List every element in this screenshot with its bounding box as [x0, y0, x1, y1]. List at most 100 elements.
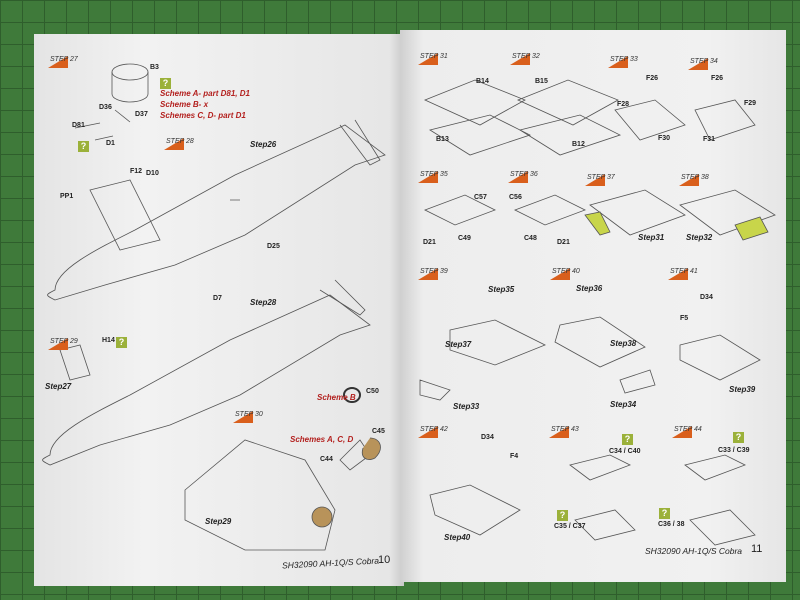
step-ref: Step32: [686, 233, 713, 242]
part-label: C45: [372, 428, 385, 435]
step-label: STEP 42: [420, 426, 448, 433]
help-icon: ?: [78, 141, 89, 152]
part-label: C34 / C40: [609, 448, 641, 455]
step-43-badge: STEP 43: [549, 426, 579, 438]
part-label: C44: [320, 456, 333, 463]
helicopter-top-drawing: [47, 119, 386, 301]
step-label: STEP 32: [512, 53, 540, 60]
part-label: B14: [476, 78, 489, 85]
step-label: STEP 31: [420, 53, 448, 60]
step-41-badge: STEP 41: [668, 268, 698, 280]
step-label: STEP 29: [50, 338, 78, 345]
part-label: H14: [102, 337, 115, 344]
part-label: C35 / C37: [554, 523, 586, 530]
step-32-badge: STEP 32: [510, 53, 540, 65]
step-ref: Step37: [445, 340, 472, 349]
help-icon: ?: [557, 510, 568, 521]
step-35-badge: STEP 35: [418, 171, 448, 183]
part-label: C48: [524, 235, 537, 242]
step-33-badge: STEP 33: [608, 56, 638, 68]
step-label: STEP 37: [587, 174, 615, 181]
step-ref: Step31: [638, 233, 665, 242]
part-label: F29: [744, 100, 757, 107]
step-label: STEP 43: [551, 426, 579, 433]
step-ref: Step29: [205, 517, 232, 526]
help-icon: ?: [733, 432, 744, 443]
step-ref: Step40: [444, 533, 471, 542]
step-42-badge: STEP 42: [418, 426, 448, 438]
step-label: STEP 40: [552, 268, 580, 275]
part-label: D25: [267, 243, 280, 250]
step-ref: Step35: [488, 285, 515, 294]
step27-drawing: [74, 63, 149, 141]
part-label: D21: [557, 239, 570, 246]
step-ref: Step26: [250, 140, 277, 149]
step-label: STEP 27: [50, 56, 78, 63]
part-label: B12: [572, 141, 585, 148]
step-ref: Step36: [576, 284, 603, 293]
step-ref: Step38: [610, 339, 637, 348]
part-label: C49: [458, 235, 471, 242]
step-label: STEP 36: [510, 171, 538, 178]
step-39-badge: STEP 39: [418, 268, 448, 280]
part-label: F31: [703, 136, 716, 143]
step-ref: Step27: [45, 382, 72, 391]
step-ref: Step28: [250, 298, 277, 307]
step-ref: Step34: [610, 400, 637, 409]
part-label: F30: [658, 135, 671, 142]
part-label: D7: [213, 295, 222, 302]
right-page: [400, 30, 786, 582]
step-36-badge: STEP 36: [508, 171, 538, 183]
part-label: C36 / 38: [658, 521, 685, 528]
part-label: F28: [617, 101, 630, 108]
helicopter-bottom-drawing: [42, 279, 371, 466]
part-label: D37: [135, 111, 148, 118]
part-label: C50: [366, 388, 379, 395]
part-label: C33 / C39: [718, 447, 750, 454]
part-label: D81: [72, 122, 85, 129]
step-37-badge: STEP 37: [585, 174, 615, 186]
step-label: STEP 28: [166, 138, 194, 145]
help-icon: ?: [622, 434, 633, 445]
step-label: STEP 34: [690, 58, 718, 65]
part-label: F12: [130, 168, 143, 175]
part-label: C57: [474, 194, 487, 201]
part-label: C56: [509, 194, 522, 201]
step-label: STEP 44: [674, 426, 702, 433]
part-label: D34: [481, 434, 494, 441]
part-label: D10: [146, 170, 159, 177]
part-label: F4: [510, 453, 519, 460]
page-number: 11: [751, 543, 763, 555]
step-ref: Step33: [453, 402, 480, 411]
help-icon: ?: [659, 508, 670, 519]
step-label: STEP 38: [681, 174, 709, 181]
step-34-badge: STEP 34: [688, 58, 718, 70]
help-icon: ?: [160, 78, 171, 89]
part-label: B15: [535, 78, 548, 85]
step-label: STEP 30: [235, 411, 263, 418]
step-label: STEP 39: [420, 268, 448, 275]
part-label: PP1: [60, 193, 74, 200]
step-30-badge: STEP 30: [233, 411, 263, 423]
scheme-note: Scheme B- x: [160, 100, 209, 109]
step-31-badge: STEP 31: [418, 53, 448, 65]
step-38-badge: STEP 38: [679, 174, 709, 186]
step-ref: Step39: [729, 385, 756, 394]
step-29-badge: STEP 29: [48, 338, 78, 350]
step-label: STEP 41: [670, 268, 698, 275]
part-label: D1: [106, 140, 115, 147]
step-27-badge: STEP 27: [48, 56, 78, 68]
step-label: STEP 33: [610, 56, 638, 63]
part-label: F26: [646, 75, 659, 82]
part-label: B3: [150, 64, 159, 71]
page-number: 10: [378, 554, 391, 566]
step-28-badge: STEP 28: [164, 138, 194, 150]
part-label: D36: [99, 104, 112, 111]
part-label: B13: [436, 136, 449, 143]
scheme-note: Scheme B: [317, 393, 356, 402]
scheme-note: Scheme A- part D81, D1: [160, 89, 250, 98]
step-44-badge: STEP 44: [672, 426, 702, 438]
part-label: D21: [423, 239, 436, 246]
scheme-note: Schemes C, D- part D1: [160, 111, 246, 120]
